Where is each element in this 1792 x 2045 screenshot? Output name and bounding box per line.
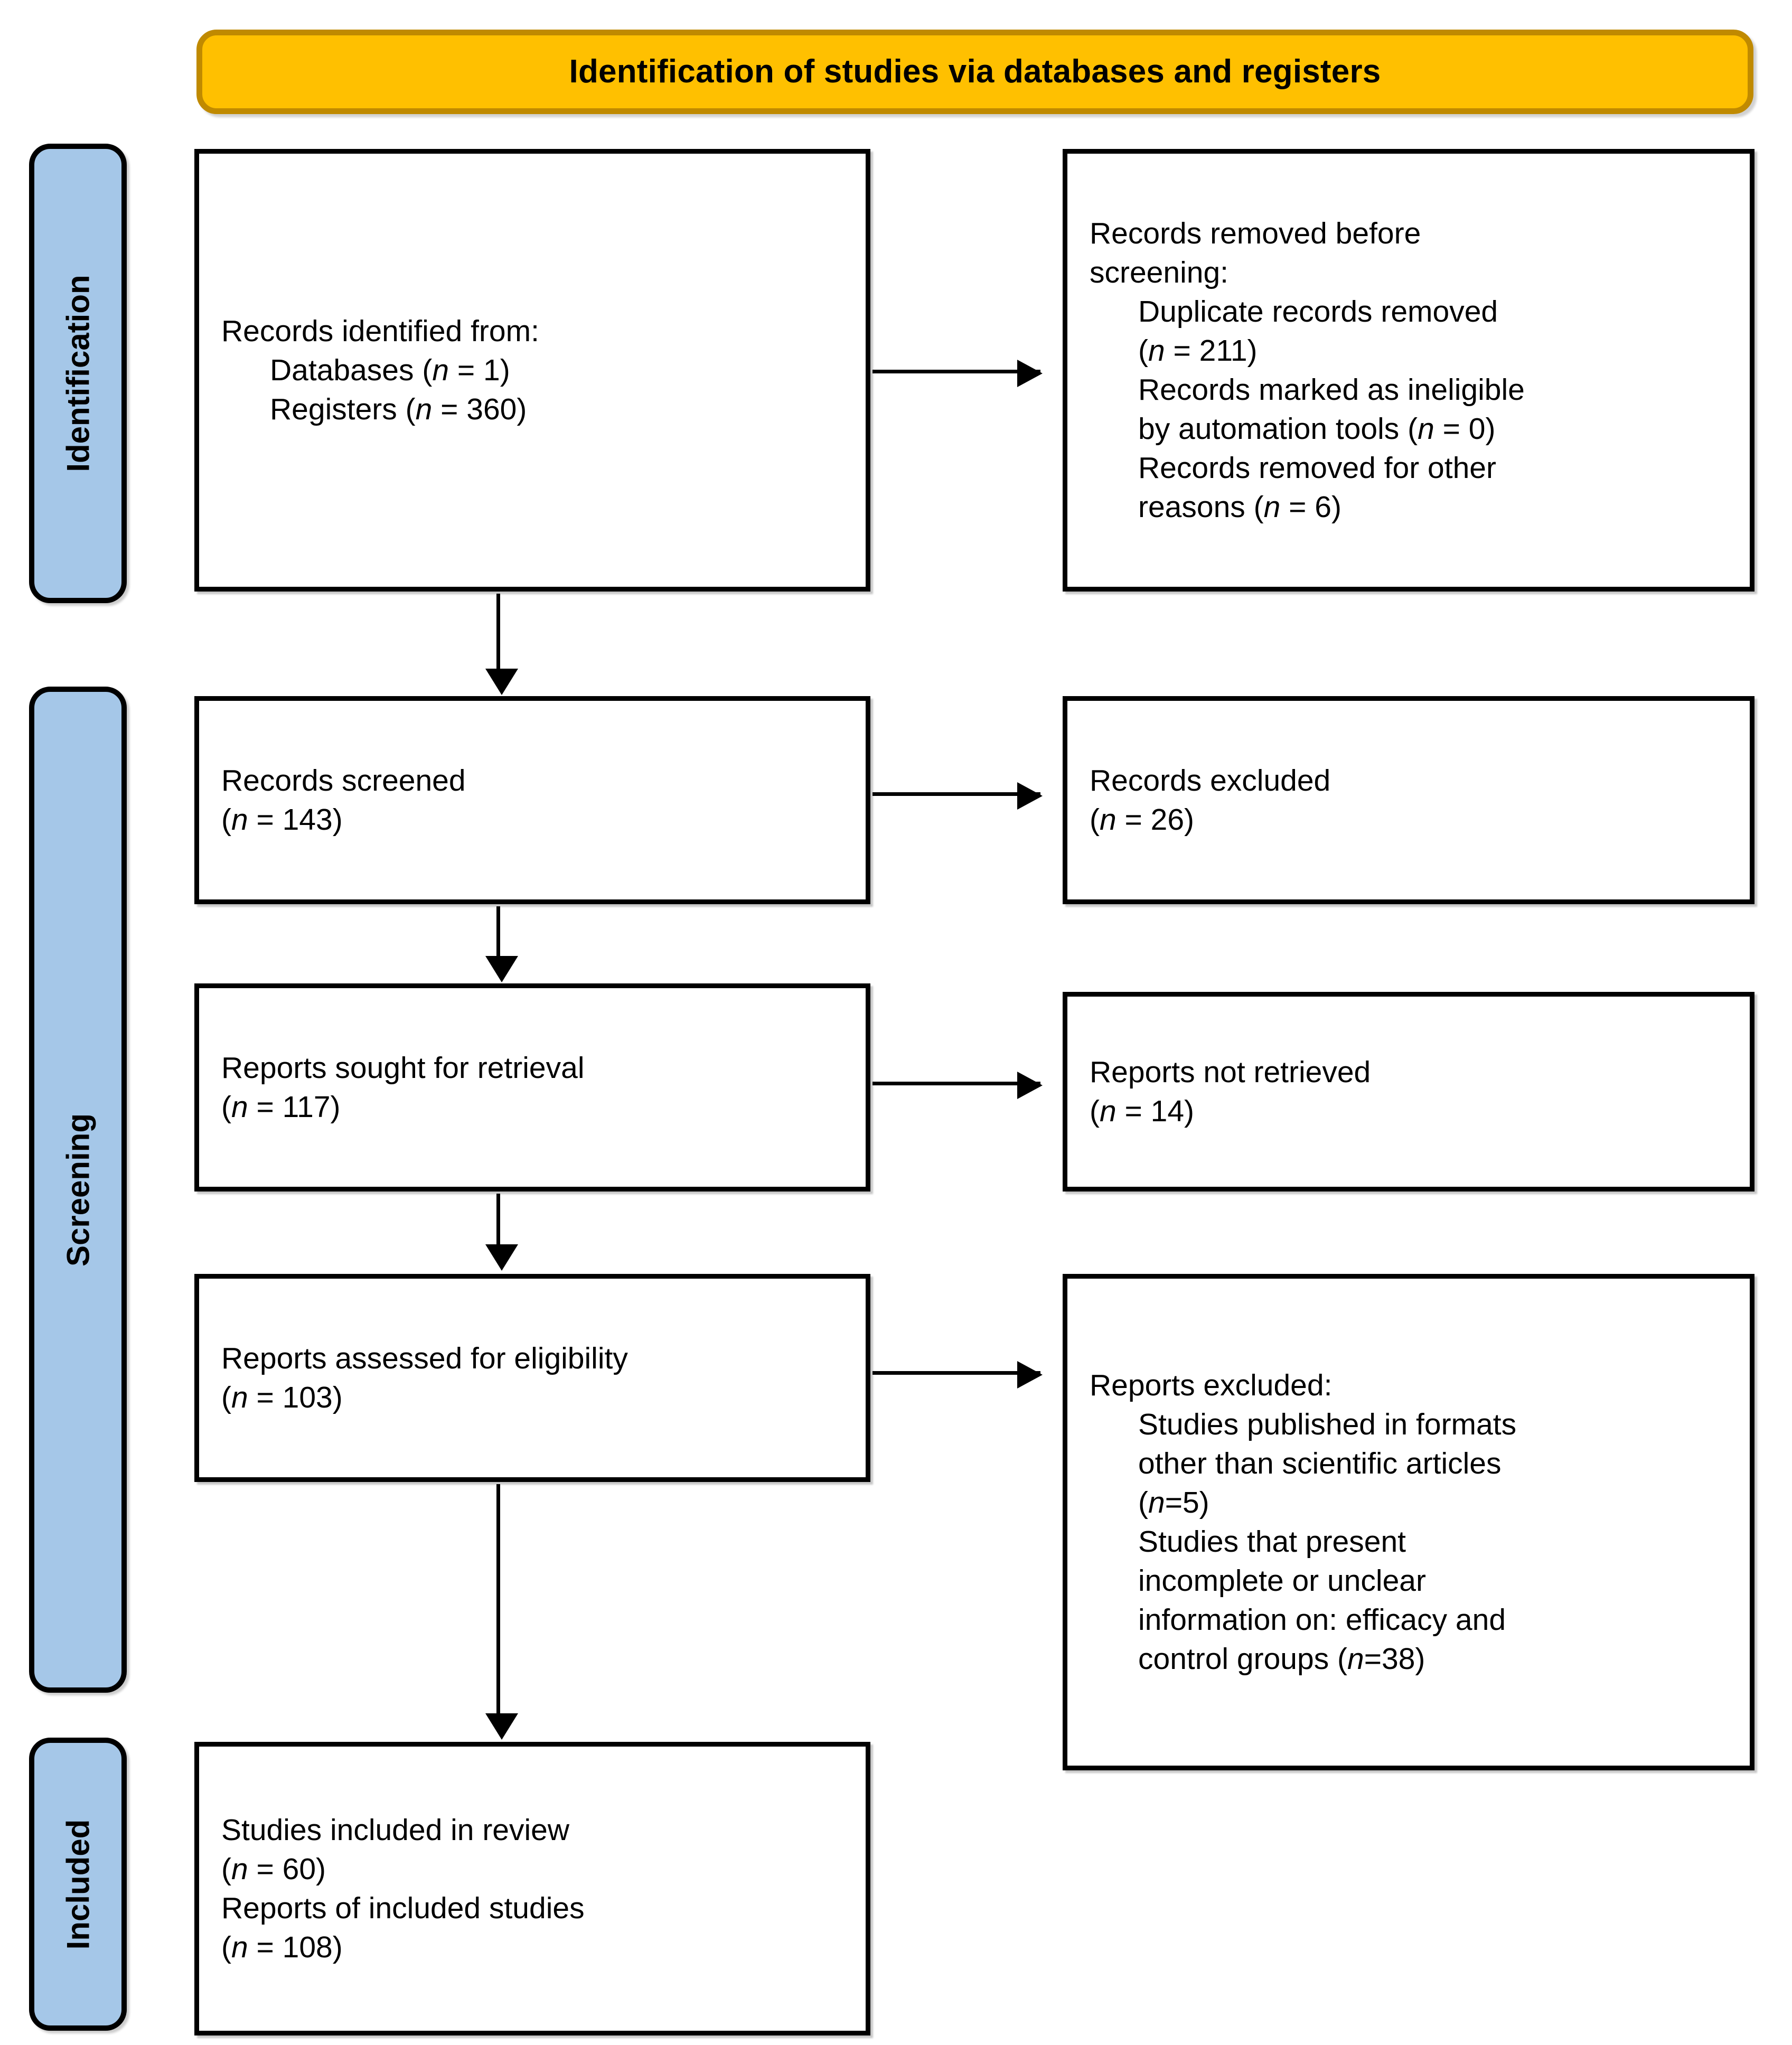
reports-excluded-reason1-line2: other than scientific articles (1138, 1446, 1502, 1480)
box-records-removed-before-screening: Records removed before screening: Duplic… (1063, 149, 1755, 592)
reports-included-label: Reports of included studies (221, 1891, 585, 1925)
arrow-sought-to-assessed-icon (485, 1194, 518, 1271)
arrow-sought-to-not-retrieved-icon (872, 1072, 1043, 1099)
box-reports-excluded-detail: Reports excluded: Studies published in f… (1063, 1274, 1755, 1770)
reports-excluded-reason2-count: control groups (n=38) (1138, 1642, 1425, 1676)
reports-included-count: (n = 108) (221, 1930, 343, 1965)
reports-excluded-heading: Reports excluded: (1090, 1368, 1333, 1402)
records-excluded-count: (n = 26) (1090, 803, 1195, 837)
stage-label-identification-text: Identification (60, 275, 96, 472)
arrow-screened-to-excluded-icon (872, 782, 1043, 810)
reports-assessed-label: Reports assessed for eligibility (221, 1341, 628, 1375)
records-removed-other-count: reasons (n = 6) (1138, 490, 1341, 524)
box-records-identified: Records identified from: Databases (n = … (194, 149, 870, 592)
studies-included-count: (n = 60) (221, 1852, 326, 1886)
box-reports-not-retrieved: Reports not retrieved (n = 14) (1063, 992, 1755, 1192)
records-excluded-label: Records excluded (1090, 763, 1331, 798)
stage-label-screening-text: Screening (60, 1113, 96, 1267)
records-removed-duplicates: Duplicate records removed (1138, 294, 1498, 329)
arrow-assessed-to-included-icon (485, 1484, 518, 1740)
records-removed-duplicates-count: (n = 211) (1138, 333, 1258, 368)
records-identified-registers: Registers (n = 360) (270, 392, 527, 427)
reports-sought-label: Reports sought for retrieval (221, 1050, 585, 1085)
box-reports-assessed-for-eligibility: Reports assessed for eligibility (n = 10… (194, 1274, 870, 1482)
stage-label-included: Included (29, 1738, 127, 2031)
diagram-title: Identification of studies via databases … (569, 53, 1381, 90)
arrow-assessed-to-reports-excluded-icon (872, 1361, 1043, 1389)
records-identified-databases: Databases (n = 1) (270, 353, 510, 387)
reports-sought-count: (n = 117) (221, 1090, 341, 1124)
reports-excluded-reason2-line3: information on: efficacy and (1138, 1603, 1506, 1637)
reports-not-retrieved-count: (n = 14) (1090, 1094, 1195, 1128)
box-reports-sought-for-retrieval: Reports sought for retrieval (n = 117) (194, 983, 870, 1192)
stage-label-screening: Screening (29, 687, 127, 1693)
arrow-identified-to-removed-icon (872, 360, 1043, 387)
records-removed-line1: Records removed before (1090, 216, 1421, 250)
reports-excluded-reason2-line1: Studies that present (1138, 1525, 1406, 1559)
reports-excluded-reason1-count: (n=5) (1138, 1485, 1209, 1519)
box-studies-included-in-review: Studies included in review (n = 60) Repo… (194, 1742, 870, 2035)
records-screened-label: Records screened (221, 763, 466, 798)
reports-excluded-reason1-line1: Studies published in formats (1138, 1407, 1517, 1441)
arrow-screened-to-sought-icon (485, 906, 518, 982)
records-screened-count: (n = 143) (221, 803, 343, 837)
reports-assessed-count: (n = 103) (221, 1381, 343, 1414)
arrow-identified-to-screened-icon (485, 594, 518, 695)
stage-label-included-text: Included (60, 1819, 96, 1949)
box-records-excluded: Records excluded (n = 26) (1063, 696, 1755, 904)
records-removed-line2: screening: (1090, 255, 1228, 289)
studies-included-label: Studies included in review (221, 1813, 570, 1847)
records-removed-ineligible: Records marked as ineligible (1138, 373, 1525, 407)
diagram-title-banner: Identification of studies via databases … (196, 30, 1753, 114)
records-removed-other: Records removed for other (1138, 451, 1496, 485)
records-removed-ineligible-count: by automation tools (n = 0) (1138, 412, 1496, 446)
box-records-screened: Records screened (n = 143) (194, 696, 870, 904)
reports-not-retrieved-label: Reports not retrieved (1090, 1055, 1371, 1089)
records-identified-line1: Records identified from: (221, 314, 539, 348)
reports-excluded-reason2-line2: incomplete or unclear (1138, 1564, 1426, 1598)
stage-label-identification: Identification (29, 144, 127, 603)
